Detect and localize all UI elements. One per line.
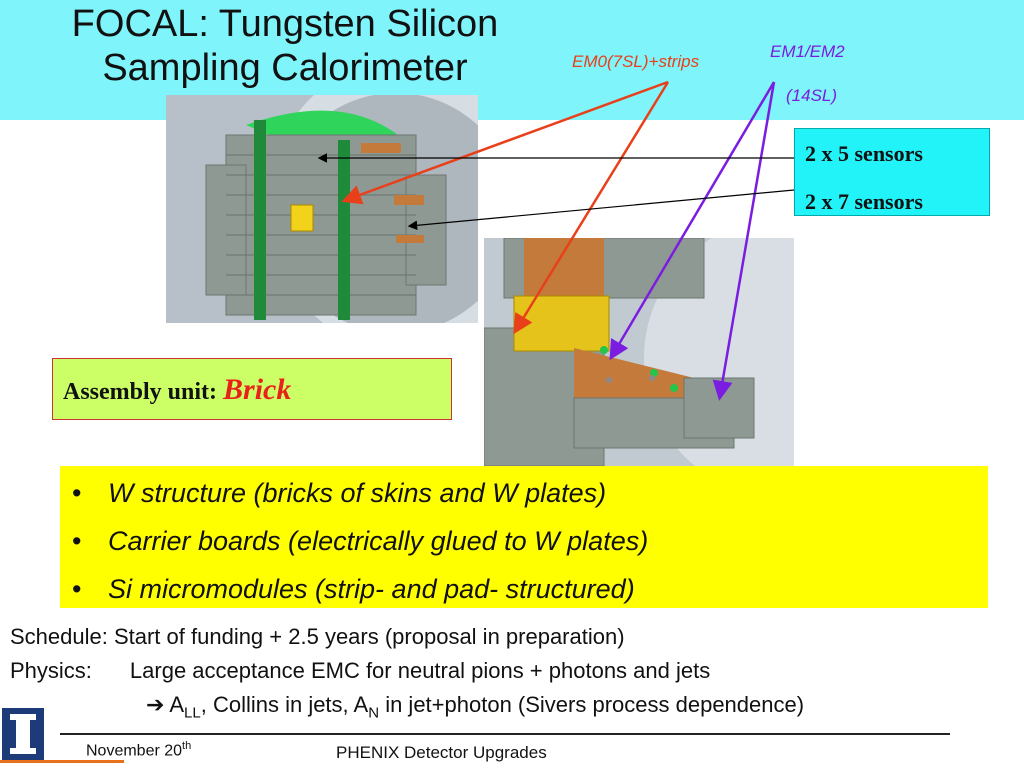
bullet-text-2: Carrier boards (electrically glued to W … [108, 526, 649, 556]
physics-label: Physics: [10, 658, 92, 683]
calorimeter-image-top [166, 95, 478, 323]
footer-title: PHENIX Detector Upgrades [336, 743, 547, 762]
assembly-prefix: Assembly unit [63, 379, 210, 405]
assembly-colon: : [209, 379, 218, 405]
footer-date-sup: th [182, 740, 192, 752]
bullet-item-1: •W structure (bricks of skins and W plat… [72, 478, 607, 508]
physics-text: Large acceptance EMC for neutral pions +… [129, 658, 711, 683]
title-line-1: FOCAL: Tungsten Silicon [71, 3, 499, 45]
bullet-box: •W structure (bricks of skins and W plat… [60, 466, 988, 608]
sivers-text: in jet+photon (Sivers process dependence… [379, 692, 805, 717]
bullet-item-3: •Si micromodules (strip- and pad- struct… [72, 574, 635, 604]
an-subscript: N [368, 704, 380, 722]
assembly-brick: Brick [223, 373, 292, 406]
assembly-box: Assembly unit: Brick [52, 358, 452, 420]
slide-title: FOCAL: Tungsten Silicon Sampling Calorim… [20, 2, 550, 90]
footer-accent [0, 760, 124, 763]
sensor-line-2: 2 x 7 sensors [805, 189, 923, 214]
sensor-line-1: 2 x 5 sensors [805, 141, 923, 166]
arrow-icon: ➔ [146, 692, 165, 717]
title-line-2: Sampling Calorimeter [102, 47, 468, 89]
physics-line: Physics: Large acceptance EMC for neutral… [10, 658, 710, 684]
sensor-box: 2 x 5 sensors 2 x 7 sensors [794, 128, 990, 216]
brick-image [484, 238, 794, 466]
em0-label: EM0(7SL)+strips [572, 52, 700, 71]
university-logo [2, 708, 44, 762]
collins-text: , Collins in jets, A [200, 692, 369, 717]
footer-rule [60, 733, 950, 735]
bullet-item-2: •Carrier boards (electrically glued to W… [72, 526, 649, 556]
all-symbol: A [169, 692, 185, 717]
em1-label: EM1/EM2 [770, 42, 845, 61]
assembly-text: Assembly unit: Brick [63, 373, 291, 407]
em1-sublabel: (14SL) [786, 86, 838, 105]
footer-date-text: November 20 [86, 742, 183, 760]
schedule-line: Schedule: Start of funding + 2.5 years (… [10, 624, 625, 649]
physics-line-2: ➔ ALL, Collins in jets, AN in jet+photon… [146, 692, 804, 721]
bullet-text-1: W structure (bricks of skins and W plate… [108, 478, 607, 508]
bullet-text-3: Si micromodules (strip- and pad- structu… [108, 574, 635, 604]
footer-date: November 20th [86, 740, 191, 760]
all-subscript: LL [184, 704, 201, 722]
